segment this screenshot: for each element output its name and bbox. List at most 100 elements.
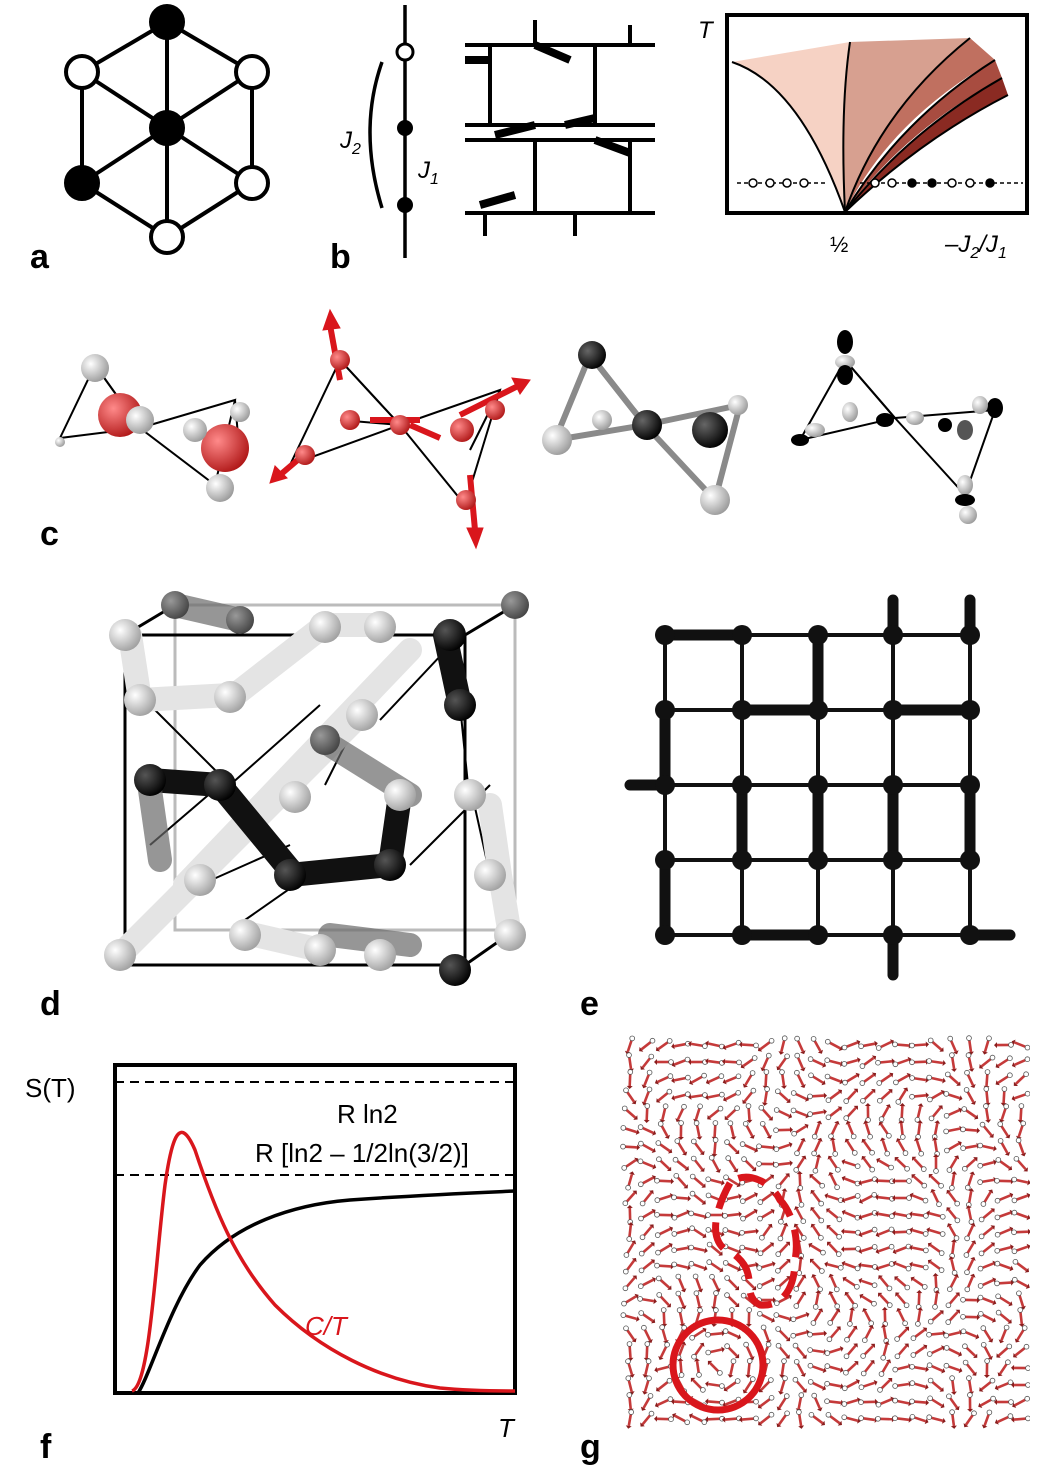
spin-arrow-head [651, 1147, 656, 1153]
spin-arrow-head [970, 1222, 976, 1227]
spin-arrow-head [940, 1403, 945, 1409]
spin-arrow-head [631, 1240, 637, 1245]
spin-arrow-head [889, 1072, 894, 1078]
spin-site [843, 1098, 850, 1104]
spin-arrow-head [844, 1291, 850, 1296]
entropy-curve [136, 1189, 516, 1394]
spin-site [825, 1114, 832, 1121]
spin-arrow-head [800, 1084, 806, 1088]
spin-arrow-head [870, 1343, 875, 1348]
spin-site [842, 1385, 848, 1392]
spin-arrow-head [990, 1242, 995, 1247]
spin-arrow-head [738, 1193, 742, 1200]
spin-site [843, 1115, 850, 1121]
spin-site [923, 1213, 929, 1219]
spin-site [1011, 1209, 1018, 1216]
spin-arrow-head [858, 1214, 863, 1220]
spin-arrow-head [1025, 1283, 1030, 1289]
spin-arrow-head [697, 1288, 704, 1293]
spin-site [705, 1349, 711, 1356]
spin-site [820, 1249, 826, 1256]
spin-arrow-head [677, 1358, 684, 1362]
spin-arrow-head [640, 1422, 645, 1427]
spin-site [980, 1325, 987, 1331]
spin-arrow-head [976, 1297, 980, 1304]
spin-site [722, 1328, 729, 1334]
spin-site [909, 1093, 915, 1100]
spin-arrow-head [699, 1342, 705, 1347]
spin-arrow-head [958, 1367, 963, 1374]
spin-site [990, 1395, 996, 1402]
spin-site [1016, 1290, 1022, 1297]
spin-site [871, 1244, 878, 1250]
spin-site [824, 1398, 830, 1405]
spin-arrow-head [941, 1345, 945, 1351]
spin-arrow-head [639, 1046, 644, 1052]
spin-arrow-head [1000, 1102, 1007, 1106]
spin-arrow-head [669, 1226, 673, 1232]
spin-arrow-head [649, 1190, 654, 1195]
spin-arrow-head [796, 1171, 803, 1175]
spin-arrow-head [899, 1103, 906, 1107]
spin-arrow-head [837, 1106, 842, 1112]
spin-arrow-head [811, 1274, 817, 1279]
spin-arrow-head [926, 1210, 930, 1217]
spin-arrow-head [651, 1208, 656, 1215]
spin-arrow-head [689, 1413, 694, 1419]
spin-arrow-head [778, 1051, 785, 1055]
spin-arrow-head [1011, 1095, 1016, 1102]
spin-arrow-head [958, 1107, 963, 1113]
spin-site [626, 1392, 633, 1398]
spin-site [1011, 1197, 1018, 1204]
spin-arrow-head [810, 1207, 815, 1212]
spin-arrow-head [702, 1327, 707, 1333]
spin-arrow-head [995, 1063, 1000, 1069]
spin-arrow-head [822, 1062, 827, 1068]
spin-arrow-head [625, 1425, 632, 1429]
spin-arrow-head [785, 1336, 791, 1342]
spin-arrow-head [927, 1242, 933, 1248]
spin-site [978, 1216, 985, 1223]
spin-arrow-head [770, 1277, 775, 1283]
spin-site [979, 1121, 986, 1128]
spin-arrow-head [1027, 1179, 1030, 1186]
spin-arrow-head [892, 1210, 896, 1217]
spin-site [945, 1319, 952, 1325]
spin-site [964, 1286, 971, 1293]
spin-arrow-head [886, 1359, 892, 1364]
site-bottom [149, 219, 185, 255]
spin-arrow-head [985, 1119, 992, 1123]
spin-site [892, 1366, 899, 1373]
phase-region-right-1 [845, 38, 995, 212]
spin-arrow-head [745, 1323, 752, 1327]
spin-site [664, 1341, 670, 1348]
spin-site [850, 1133, 857, 1140]
spin-site [859, 1080, 866, 1086]
spin-arrow-head [818, 1308, 824, 1313]
spin-arrow-head [817, 1049, 823, 1054]
spin-arrow-head [909, 1192, 914, 1199]
spin-site [790, 1090, 797, 1096]
spin-arrow-head [875, 1177, 879, 1184]
spin-arrow-head [912, 1156, 917, 1161]
spin-site [989, 1054, 996, 1061]
spin-arrow-head [928, 1174, 933, 1179]
spin-arrow-head [721, 1346, 725, 1353]
spin-arrow-head [704, 1247, 708, 1254]
spin-arrow-head [671, 1043, 675, 1050]
spin-site [763, 1069, 770, 1075]
spin-arrow-head [895, 1138, 902, 1143]
spin-site [685, 1091, 691, 1097]
spin-site [654, 1212, 660, 1218]
spin-site [768, 1038, 775, 1044]
spin-arrow-head [742, 1389, 748, 1394]
spin-arrow-head [835, 1308, 841, 1313]
spin-arrow-head [826, 1225, 831, 1230]
spin-site [1018, 1103, 1025, 1109]
spin-site [1008, 1399, 1014, 1405]
spin-site [784, 1410, 790, 1417]
spin-site [938, 1250, 945, 1256]
spin-arrow-head [703, 1265, 708, 1272]
spin-site [960, 1313, 966, 1320]
spin-arrow-head [1009, 1265, 1014, 1272]
